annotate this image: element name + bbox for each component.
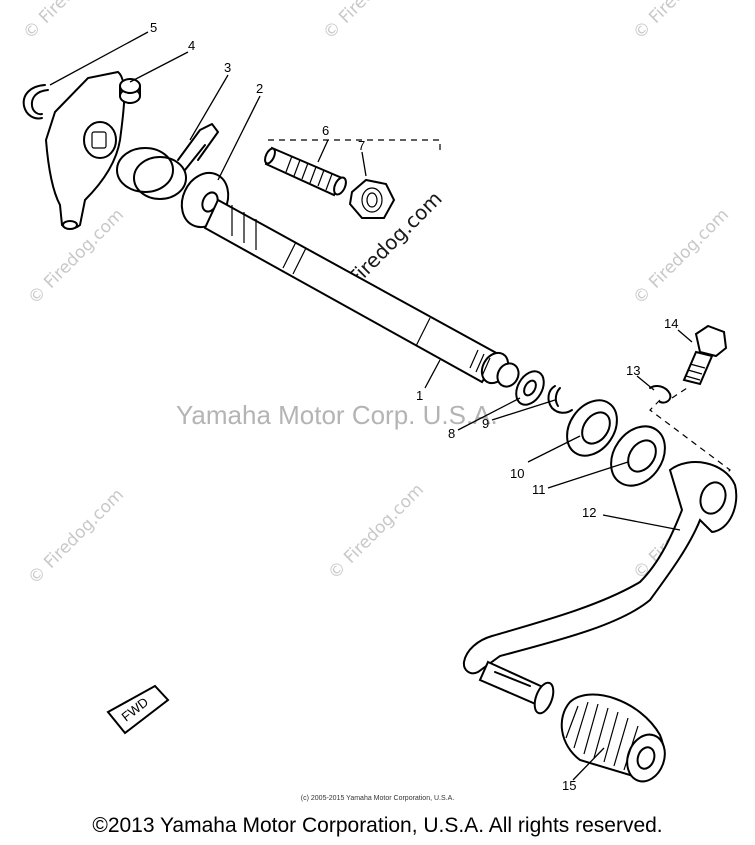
part-15-pedal-rubber: [560, 693, 666, 783]
part-8-washer: [515, 370, 545, 406]
part-9-circlip: [547, 385, 573, 414]
watermark-text: © Firedog.com: [324, 480, 428, 584]
callout-labels: 1 2 3 4 5 6 7 8 9 10 11 12 13 14 15: [150, 20, 678, 793]
callout-12: 12: [582, 505, 596, 520]
callout-9: 9: [482, 416, 489, 431]
callout-6: 6: [322, 123, 329, 138]
callout-8: 8: [448, 426, 455, 441]
part-1-shift-shaft: [203, 198, 520, 388]
part-13-lock-washer: [649, 385, 672, 404]
watermark-text: © Firedog.com: [319, 0, 423, 44]
callout-15: 15: [562, 778, 576, 793]
callout-11: 11: [532, 482, 546, 497]
part-11-washer: [610, 425, 666, 487]
small-copyright: (c) 2005-2015 Yamaha Motor Corporation, …: [300, 795, 455, 802]
fwd-arrow-icon: FWD: [106, 684, 170, 735]
watermark-text: © Firedog.com: [629, 0, 733, 44]
callout-14: 14: [664, 316, 678, 331]
callout-13: 13: [626, 363, 640, 378]
part-10-oil-seal: [566, 399, 618, 457]
watermark-corp: Yamaha Motor Corp. U.S.A.: [176, 400, 498, 430]
copyright-notice: ©2013 Yamaha Motor Corporation, U.S.A. A…: [92, 814, 663, 837]
part-14-bolt: [682, 324, 728, 386]
part-3-spring: [116, 123, 219, 200]
part-12-change-pedal: [462, 461, 738, 715]
callout-4: 4: [188, 38, 195, 53]
part-7-nut: [348, 178, 396, 219]
watermark-text: © Firedog.com: [629, 205, 733, 309]
watermark-text: © Firedog.com: [19, 0, 123, 44]
part-6-stud-bolt: [264, 146, 347, 197]
callout-2: 2: [256, 81, 263, 96]
part-4-shift-arm: [44, 70, 141, 230]
callout-5: 5: [150, 20, 157, 35]
watermark-text: © Firedog.com: [24, 485, 128, 589]
part-5-circlip: [22, 84, 49, 120]
callout-3: 3: [224, 60, 231, 75]
callout-7: 7: [358, 138, 365, 153]
leader-lines: [49, 31, 693, 781]
callout-10: 10: [510, 466, 524, 481]
callout-1: 1: [416, 388, 423, 403]
